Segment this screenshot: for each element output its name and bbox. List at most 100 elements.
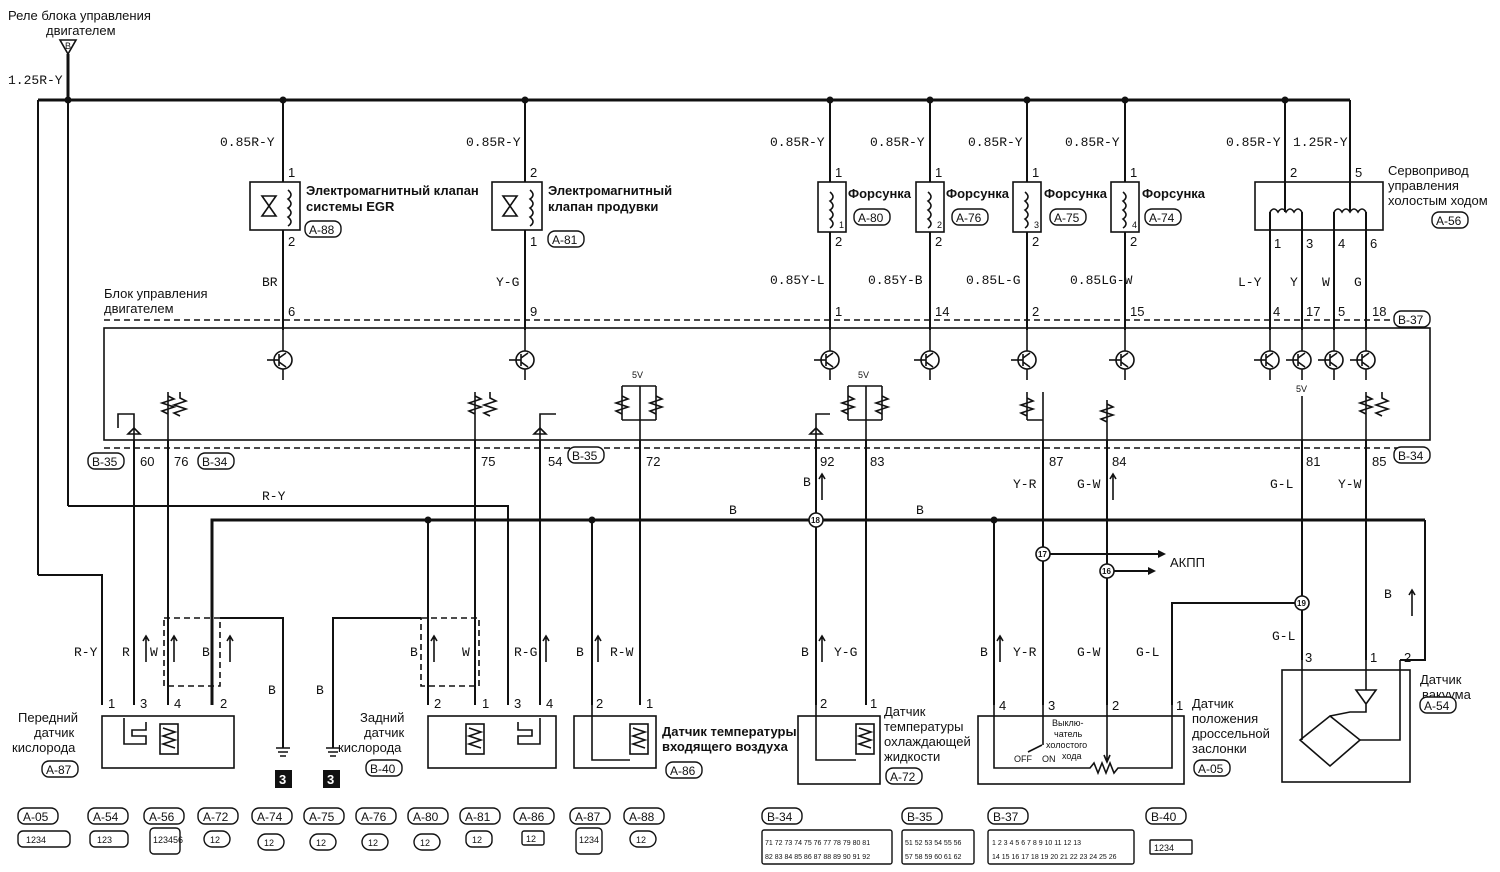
joint-19: 19 xyxy=(1294,595,1310,611)
svg-text:18: 18 xyxy=(811,516,820,525)
wire-label: 1.25R-Y xyxy=(1293,135,1348,150)
svg-text:G: G xyxy=(1354,275,1362,290)
svg-text:5: 5 xyxy=(1338,304,1345,319)
svg-text:ON: ON xyxy=(1042,754,1056,764)
joint-17: 17 xyxy=(1035,546,1051,562)
svg-text:A-76: A-76 xyxy=(361,810,387,824)
svg-text:A-54: A-54 xyxy=(1424,699,1450,713)
svg-text:кислорода: кислорода xyxy=(338,740,402,755)
svg-text:9: 9 xyxy=(530,304,537,319)
svg-text:Задний: Задний xyxy=(360,710,404,725)
svg-text:1: 1 xyxy=(646,696,653,711)
svg-text:B: B xyxy=(729,503,737,518)
svg-text:123: 123 xyxy=(97,835,112,845)
relay-label: Реле блока управления двигателем xyxy=(8,8,151,38)
svg-text:R-W: R-W xyxy=(610,645,634,660)
svg-text:1234: 1234 xyxy=(579,835,599,845)
svg-text:1 2 3 4 5 6 7 8 9 10 11 12 13: 1 2 3 4 5 6 7 8 9 10 11 12 13 xyxy=(992,840,1081,847)
svg-text:холостого: холостого xyxy=(1046,740,1087,750)
svg-text:B: B xyxy=(980,645,988,660)
svg-text:A-75: A-75 xyxy=(309,810,335,824)
svg-text:12: 12 xyxy=(636,835,646,845)
svg-text:1: 1 xyxy=(835,165,842,180)
svg-text:2: 2 xyxy=(220,696,227,711)
svg-text:5V: 5V xyxy=(1296,384,1307,394)
svg-text:3: 3 xyxy=(279,772,286,787)
ground-bus xyxy=(210,518,1425,705)
svg-text:5: 5 xyxy=(1355,165,1362,180)
svg-text:60: 60 xyxy=(140,454,154,469)
svg-text:A-05: A-05 xyxy=(1198,762,1224,776)
svg-text:Y: Y xyxy=(1290,275,1298,290)
svg-text:2: 2 xyxy=(530,165,537,180)
svg-text:2: 2 xyxy=(835,234,842,249)
svg-text:B: B xyxy=(576,645,584,660)
svg-text:4: 4 xyxy=(1273,304,1280,319)
svg-text:R: R xyxy=(122,645,130,660)
svg-text:71 72 73 74 75 76 77 78 79 80: 71 72 73 74 75 76 77 78 79 80 81 xyxy=(765,840,870,847)
svg-text:A-72: A-72 xyxy=(203,810,229,824)
svg-text:4: 4 xyxy=(1132,220,1137,230)
svg-text:51 52 53 54 55 56: 51 52 53 54 55 56 xyxy=(905,840,962,847)
svg-text:R-Y: R-Y xyxy=(262,489,286,504)
svg-text:Датчик температуры: Датчик температуры xyxy=(662,724,797,739)
connector-legend: A-05 1234 A-54 123 A-56 123456 A-72 12 A… xyxy=(17,807,1193,865)
throttle-position-sensor: 4 3 2 1 B Y-R G-W G-L Выклю- чатель холо… xyxy=(977,645,1270,785)
svg-text:4: 4 xyxy=(174,696,181,711)
svg-text:2: 2 xyxy=(1032,304,1039,319)
svg-text:4: 4 xyxy=(546,696,553,711)
svg-text:1234: 1234 xyxy=(26,835,46,845)
injector-3: 1 3 2 Форсунка A-75 0.85L-G 2 xyxy=(966,165,1108,330)
ecu-block xyxy=(103,327,1431,441)
svg-text:0.85LG-W: 0.85LG-W xyxy=(1070,273,1133,288)
svg-text:A-76: A-76 xyxy=(956,211,982,225)
svg-text:12: 12 xyxy=(472,835,482,845)
svg-text:A-86: A-86 xyxy=(519,810,545,824)
svg-text:B: B xyxy=(801,645,809,660)
svg-text:датчик: датчик xyxy=(364,725,405,740)
svg-text:Форсунка: Форсунка xyxy=(946,186,1010,201)
svg-text:A-75: A-75 xyxy=(1054,211,1080,225)
tag-b34-right: B-34 xyxy=(1393,446,1431,464)
tag-a75: A-75 xyxy=(1049,208,1087,226)
svg-text:A-88: A-88 xyxy=(629,810,655,824)
svg-text:A-80: A-80 xyxy=(413,810,439,824)
svg-text:3: 3 xyxy=(140,696,147,711)
ground-symbol-2: B 3 xyxy=(316,683,340,788)
svg-text:85: 85 xyxy=(1372,454,1386,469)
svg-text:G-L: G-L xyxy=(1272,629,1295,644)
tag-a05: A-05 xyxy=(1193,759,1231,777)
svg-text:B-34: B-34 xyxy=(202,455,228,469)
idle-servo: 2 5 1 3 4 6 L-Y Y W G Сервопривод управл… xyxy=(1238,163,1488,330)
svg-text:1: 1 xyxy=(288,165,295,180)
ground-symbol-1: B 3 xyxy=(268,683,292,788)
svg-text:1: 1 xyxy=(835,304,842,319)
tag-a74: A-74 xyxy=(1144,208,1182,226)
svg-text:A-56: A-56 xyxy=(149,810,175,824)
svg-text:1: 1 xyxy=(870,696,877,711)
svg-text:A-54: A-54 xyxy=(93,810,119,824)
svg-text:2: 2 xyxy=(1032,234,1039,249)
svg-text:A-87: A-87 xyxy=(575,810,601,824)
svg-text:B-37: B-37 xyxy=(993,810,1019,824)
wire-label: 0.85R-Y xyxy=(1226,135,1281,150)
ecu-inputs: 5V 5V 5V xyxy=(117,370,1391,440)
svg-text:12: 12 xyxy=(368,838,378,848)
svg-text:15: 15 xyxy=(1130,304,1144,319)
rear-o2-sensor: Задний датчик кислорода B-40 2 1 3 4 B W… xyxy=(338,645,557,777)
svg-text:B: B xyxy=(268,683,276,698)
wire-label: 0.85R-Y xyxy=(466,135,521,150)
svg-text:датчик: датчик xyxy=(34,725,75,740)
ecu-label-2: двигателем xyxy=(104,301,174,316)
svg-text:1: 1 xyxy=(1176,698,1183,713)
svg-text:B-35: B-35 xyxy=(92,455,118,469)
svg-text:1234: 1234 xyxy=(1154,843,1174,853)
svg-text:1: 1 xyxy=(1274,236,1281,251)
svg-text:17: 17 xyxy=(1038,550,1047,559)
svg-text:G-W: G-W xyxy=(1077,645,1101,660)
svg-text:4: 4 xyxy=(999,698,1006,713)
ecu-label-1: Блок управления xyxy=(104,286,208,301)
svg-text:82 83 84 85 86 87 88 89 90 91: 82 83 84 85 86 87 88 89 90 91 92 xyxy=(765,854,870,861)
wire-label: 0.85R-Y xyxy=(770,135,825,150)
